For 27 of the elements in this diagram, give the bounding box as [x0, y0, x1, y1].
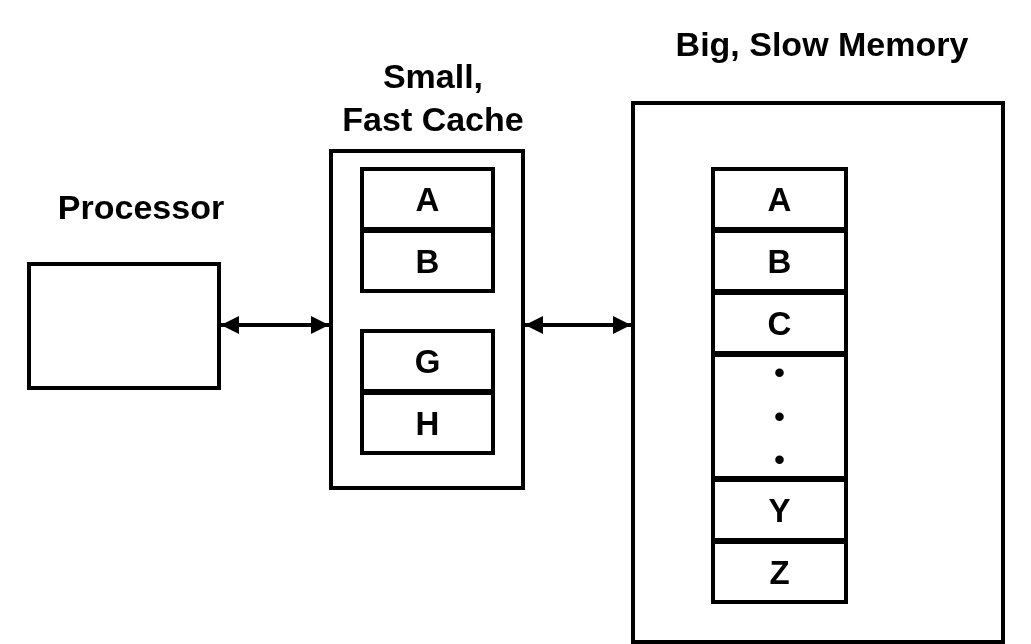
ellipsis-dot: • — [774, 355, 785, 392]
double-arrow — [525, 316, 631, 334]
memory-cell — [360, 329, 495, 393]
cell-label: G — [414, 344, 441, 378]
heading: Processor — [56, 187, 226, 228]
cell-label: Y — [768, 493, 791, 527]
memory-cell — [360, 167, 495, 231]
memory-cell — [711, 478, 848, 542]
cell-label: B — [767, 244, 792, 278]
memory-cell — [711, 167, 848, 231]
memory-cell — [711, 229, 848, 293]
cell-label: Z — [769, 555, 790, 589]
memory-cell — [711, 540, 848, 604]
cell-label: C — [767, 306, 792, 340]
cell-label: A — [415, 182, 440, 216]
ellipsis-dot: • — [774, 398, 785, 435]
cell-label: A — [767, 182, 792, 216]
memory-cell — [711, 291, 848, 355]
cell-label: H — [415, 406, 440, 440]
heading: Small, Fast Cache — [341, 56, 525, 140]
ellipsis-dot: • — [774, 442, 785, 479]
memory-cell — [711, 353, 848, 480]
memory-cell — [360, 391, 495, 455]
cell-label: B — [415, 244, 440, 278]
memory-cell — [360, 229, 495, 293]
double-arrow — [221, 316, 329, 334]
heading: Big, Slow Memory — [674, 24, 970, 65]
